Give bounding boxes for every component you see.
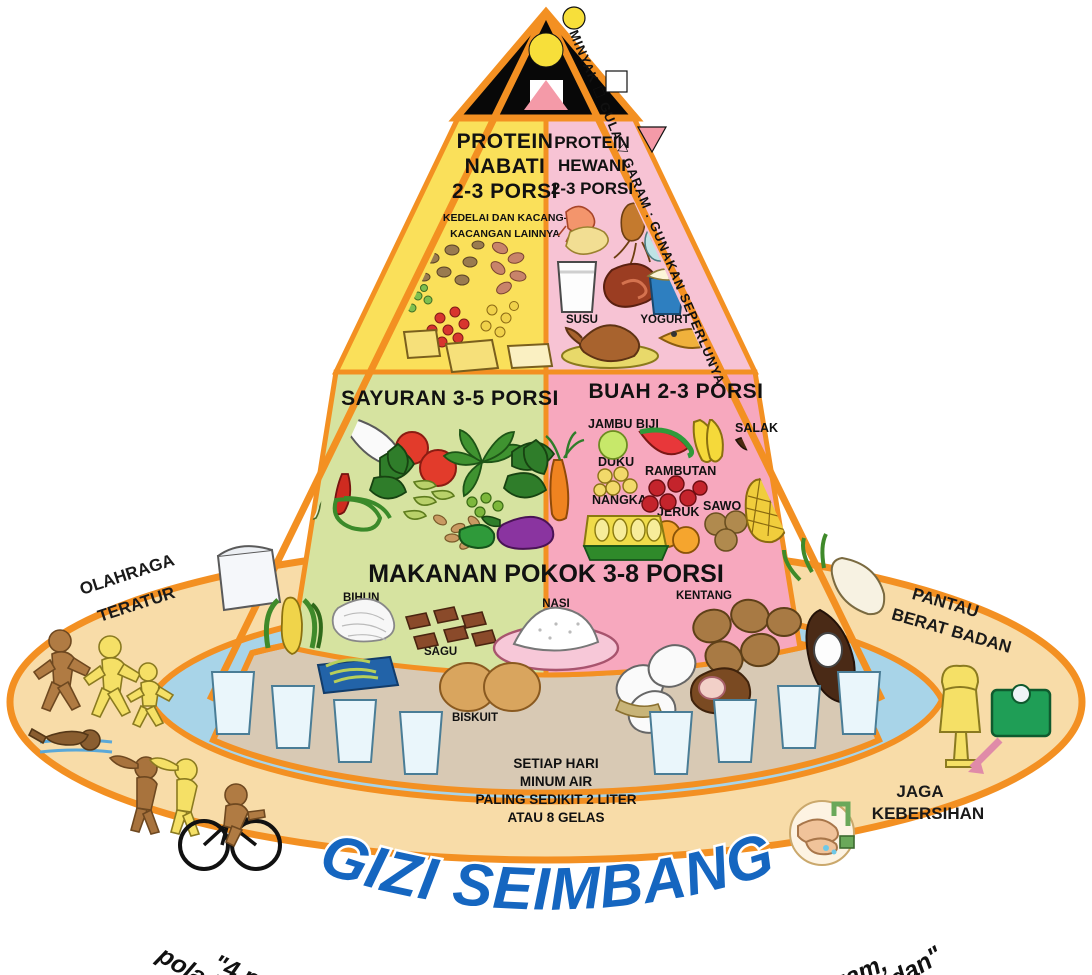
protein-nabati-note-2: KACANGAN LAINNYA [450, 228, 560, 240]
protein-nabati-title-1: PROTEIN [457, 130, 554, 153]
protein-hewani-title-2: HEWANI [558, 156, 626, 175]
protein-hewani-item-yogurt: YOGURT [640, 314, 689, 326]
makanan-pokok-item-sagu: SAGU [424, 646, 457, 658]
tagline-line-1: "4 prinsip:membiasakan makan makanan ber… [209, 949, 892, 975]
protein-nabati-title-3: 2-3 PORSI [452, 180, 558, 203]
air-text: SETIAP HARI MINUM AIR PALING SEDIKIT 2 L… [475, 756, 636, 825]
apex-legend-icons [562, 6, 668, 154]
makanan-pokok-item-nasi: NASI [542, 598, 569, 610]
protein-hewani-item-susu: SUSU [566, 314, 598, 326]
sayuran-title: SAYURAN 3-5 PORSI [341, 387, 559, 410]
buah-item-rambutan: RAMBUTAN [645, 464, 716, 478]
apex-icon-group [524, 32, 568, 110]
weight-monitor-icons [938, 664, 1052, 774]
buah-item-sawo: SAWO [703, 499, 741, 513]
protein-nabati-title-2: NABATI [465, 155, 546, 178]
air-line-2: MINUM AIR [520, 774, 592, 789]
buah-item-salak: SALAK [735, 421, 778, 435]
water-glasses [210, 671, 882, 775]
protein-hewani-title-3: 2-3 PORSI [551, 179, 633, 198]
salt-triangle-icon-shape [524, 80, 568, 110]
protein-hewani-text: PROTEIN HEWANI 2-3 PORSI SUSU YOGURT [551, 133, 690, 326]
buah-item-jambu-biji: JAMBU BIJI [588, 417, 659, 431]
buah-item-nangka: NANGKA [592, 493, 647, 507]
protein-hewani-title-1: PROTEIN [554, 133, 630, 152]
makanan-pokok-art [216, 533, 886, 734]
air-line-3: PALING SEDIKIT 2 LITER [475, 792, 636, 807]
air-line-1: SETIAP HARI [513, 756, 598, 771]
exercise-figures [27, 629, 282, 871]
makanan-pokok-title: MAKANAN POKOK 3-8 PORSI [368, 560, 724, 588]
makanan-pokok-item-biskuit: BISKUIT [452, 712, 498, 724]
jaga-line-1: JAGA [896, 782, 943, 801]
protein-nabati-text: PROTEIN NABATI 2-3 PORSI KEDELAI DAN KAC… [443, 130, 568, 240]
handwash-icon [789, 800, 855, 866]
buah-labels: JAMBU BIJI DUKU NANGKA SALAK RAMBUTAN JE… [588, 417, 778, 519]
oil-circle-icon [528, 32, 564, 68]
protein-nabati-note-1: KEDELAI DAN KACANG- [443, 212, 568, 224]
protein-nabati-art [388, 240, 554, 374]
makanan-pokok-item-kentang: KENTANG [676, 590, 732, 602]
air-line-4: ATAU 8 GELAS [507, 810, 604, 825]
buah-title: BUAH 2-3 PORSI [588, 380, 763, 403]
cyclist-icon [178, 783, 282, 871]
jaga-line-2: KEBERSIHAN [872, 804, 984, 823]
